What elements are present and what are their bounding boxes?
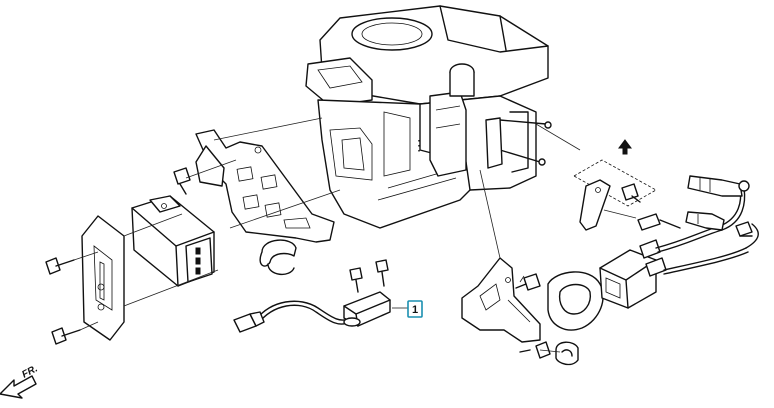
front-direction-indicator: FR. <box>0 363 40 399</box>
right-mounting-bracket <box>461 257 541 343</box>
bolt-2 <box>45 251 99 275</box>
bolt-6 <box>515 273 541 291</box>
ignition-coil <box>599 239 667 309</box>
wire-connector <box>637 213 681 231</box>
up-arrow-icon <box>618 139 632 155</box>
hose-clamp <box>555 341 579 366</box>
bolt-5 <box>375 259 389 287</box>
sensor-harness-part <box>233 291 391 333</box>
upper-right-bracket <box>573 159 657 231</box>
assembly-leader-lines <box>123 117 637 353</box>
rubber-grommet <box>547 271 604 331</box>
left-mounting-bracket <box>81 215 125 341</box>
svg-text:⋮: ⋮ <box>412 137 426 153</box>
engine-block: ⋮ <box>305 5 552 229</box>
bolt-8 <box>621 183 641 203</box>
callout-1[interactable]: 1 <box>407 300 423 318</box>
bolt-4 <box>349 267 363 293</box>
wire-clip <box>259 239 297 275</box>
bolt-7 <box>519 341 551 359</box>
spark-plug-wires <box>655 175 759 275</box>
bolt-1 <box>173 159 237 195</box>
bolt-3 <box>51 321 99 345</box>
ignition-mounting-plate <box>195 129 335 243</box>
ignition-control-module <box>131 195 215 287</box>
callout-number: 1 <box>412 304 418 316</box>
fr-label: FR. <box>20 363 39 380</box>
